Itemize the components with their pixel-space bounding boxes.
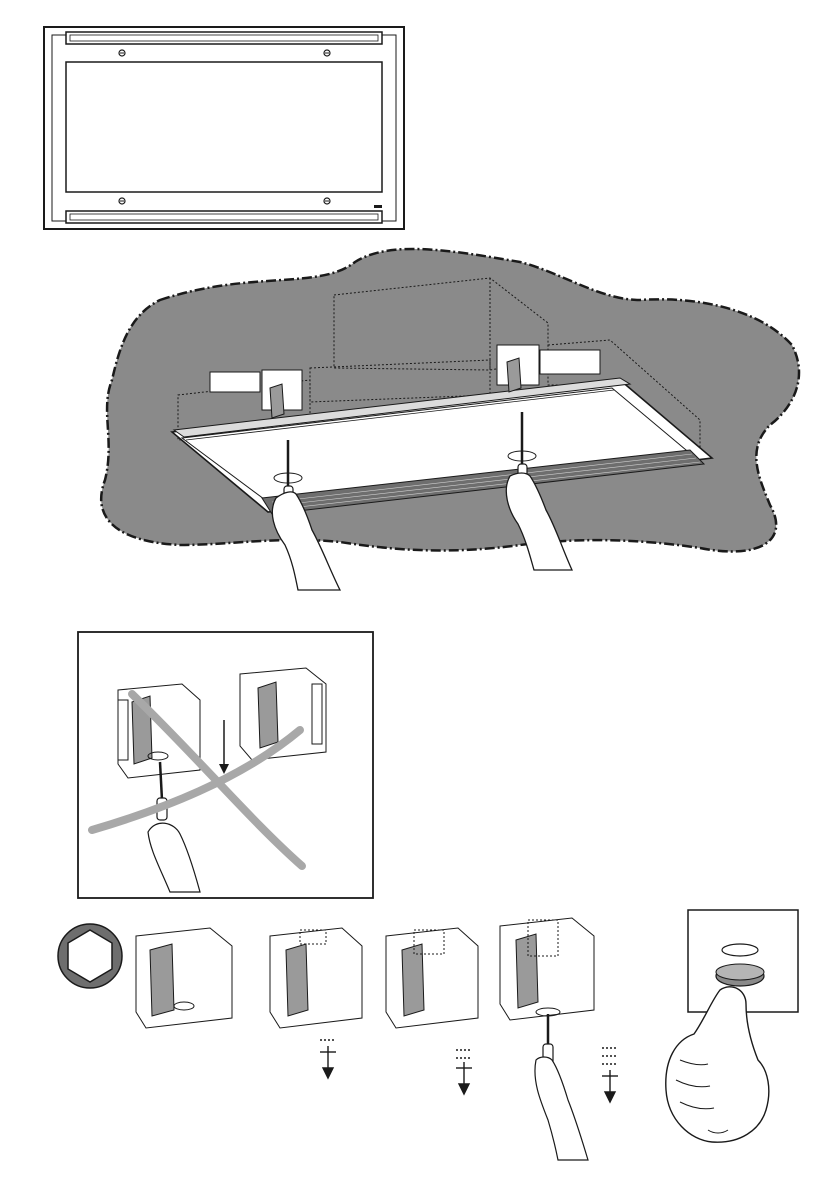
step-unit — [270, 928, 362, 1028]
hexagon-icon — [58, 924, 122, 988]
arrow-down-icon — [602, 1048, 618, 1102]
hand-icon — [535, 1057, 588, 1160]
steps-sequence — [58, 910, 798, 1160]
wrong-method — [78, 632, 373, 898]
step-unit — [136, 928, 232, 1028]
arrow-down-icon — [456, 1050, 472, 1094]
front-panel — [44, 27, 404, 229]
arrow-down-icon — [320, 1040, 336, 1078]
step-unit — [386, 928, 478, 1028]
ceiling-installation — [101, 249, 799, 590]
step-unit — [500, 918, 594, 1020]
